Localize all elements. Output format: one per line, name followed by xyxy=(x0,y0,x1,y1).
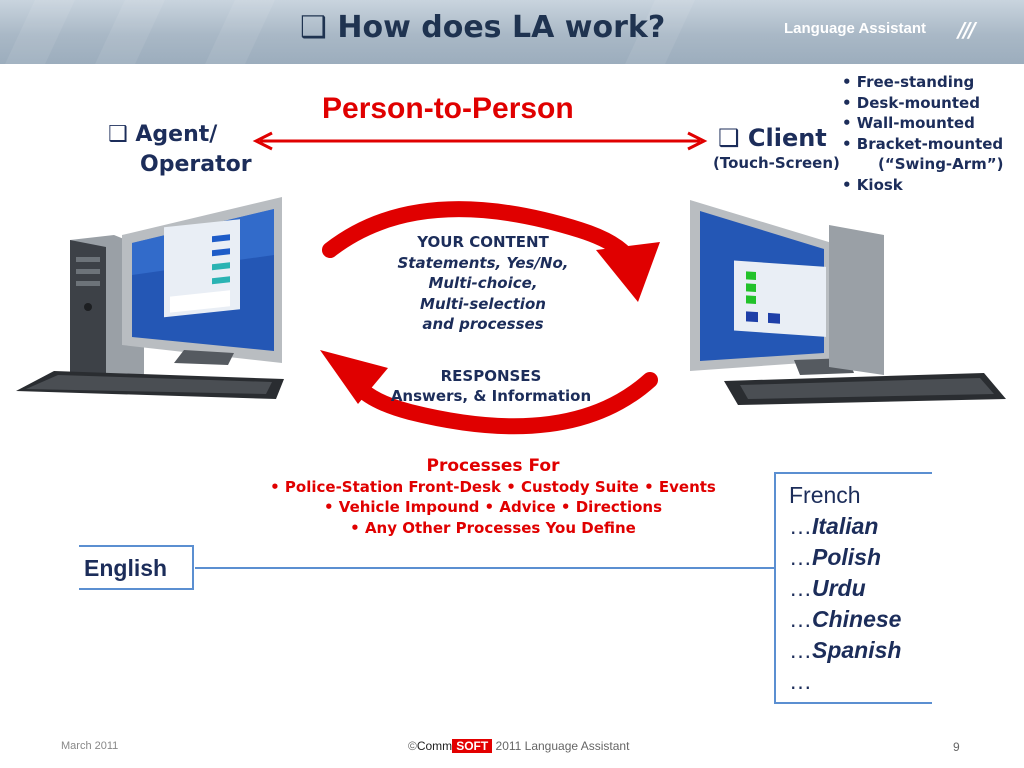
language-item: …Chinese xyxy=(789,606,902,632)
keyboard-icon xyxy=(724,373,1006,405)
company-logo-soft: SOFT xyxy=(452,739,493,753)
mount-option: (“Swing-Arm”) xyxy=(878,155,1004,173)
language-item: French xyxy=(789,482,861,508)
slide-title-text: How does LA work? xyxy=(337,10,666,45)
responses-line: Answers, & Information xyxy=(390,387,592,405)
circular-arrow-icon xyxy=(320,201,660,435)
mount-options-list: • Free-standing • Desk-mounted • Wall-mo… xyxy=(842,72,1004,195)
title-bar xyxy=(0,0,1024,64)
agent-computer-illustration xyxy=(16,197,284,399)
header-stripe xyxy=(205,0,275,64)
language-item: …Spanish xyxy=(789,637,902,663)
content-description: YOUR CONTENT Statements, Yes/No, Multi-c… xyxy=(380,232,586,335)
slide-title: ❑ How does LA work? xyxy=(300,10,665,45)
language-item: …Polish xyxy=(789,544,882,570)
keyboard-icon xyxy=(16,371,284,399)
checkbox-bullet-icon: ❑ xyxy=(300,10,327,45)
header-stripe xyxy=(5,0,75,64)
agent-label-line1: Agent/ xyxy=(135,122,218,147)
mount-option: • Kiosk xyxy=(842,175,903,194)
client-label-text: Client xyxy=(747,124,827,152)
double-arrow-icon xyxy=(252,131,708,151)
client-subtitle: (Touch-Screen) xyxy=(713,154,840,172)
agent-label-line2: Operator xyxy=(140,152,252,177)
mount-option: • Bracket-mounted xyxy=(842,134,1004,153)
computer-tower-icon xyxy=(829,225,884,375)
monitor-icon xyxy=(690,200,854,375)
checkbox-bullet-icon: ❑ xyxy=(108,122,128,147)
processes-line: • Vehicle Impound • Advice • Directions xyxy=(323,498,663,516)
monitor-icon xyxy=(122,197,282,365)
content-line: Multi-choice, xyxy=(428,274,538,292)
language-item: … xyxy=(789,668,812,694)
company-name-comm: Comm xyxy=(416,739,453,753)
client-label: ❑ Client xyxy=(718,124,827,152)
processes-title: Processes For xyxy=(426,456,560,476)
brand-name: Language Assistant xyxy=(784,20,926,37)
processes-line: • Any Other Processes You Define xyxy=(350,518,636,537)
language-item: …Italian xyxy=(789,513,879,539)
mount-option: • Desk-mounted xyxy=(842,93,980,112)
target-languages-box xyxy=(774,472,932,704)
copyright-symbol: © xyxy=(408,739,417,753)
language-connector-line xyxy=(195,567,774,569)
content-line: Statements, Yes/No, xyxy=(397,253,569,272)
responses-heading: RESPONSES xyxy=(440,367,542,385)
footer-date: March 2011 xyxy=(61,740,119,752)
mount-option: • Free-standing xyxy=(842,73,975,91)
processes-line: • Police-Station Front-Desk • Custody Su… xyxy=(270,477,716,496)
target-languages-list: French …Italian …Polish …Urdu …Chinese …… xyxy=(789,480,901,697)
content-heading: YOUR CONTENT xyxy=(417,233,549,251)
processes-list: Processes For • Police-Station Front-Des… xyxy=(240,456,746,538)
checkbox-bullet-icon: ❑ xyxy=(718,124,740,152)
source-language-box xyxy=(79,545,194,590)
language-item: …Urdu xyxy=(789,575,866,601)
responses-description: RESPONSES Answers, & Information xyxy=(380,366,602,406)
footer-product: 2011 Language Assistant xyxy=(492,739,630,753)
source-language-label: English xyxy=(84,555,168,581)
page-number: 9 xyxy=(953,740,960,754)
client-computer-illustration xyxy=(690,200,1006,405)
content-line: and processes xyxy=(422,315,544,333)
brand-mark: /// xyxy=(958,18,976,42)
person-to-person-title: Person-to-Person xyxy=(322,92,574,125)
header-stripe xyxy=(95,0,165,64)
mount-option: • Wall-mounted xyxy=(842,114,975,132)
content-line: Multi-selection xyxy=(420,294,546,313)
agent-operator-label: ❑ Agent/ Operator xyxy=(108,120,252,180)
